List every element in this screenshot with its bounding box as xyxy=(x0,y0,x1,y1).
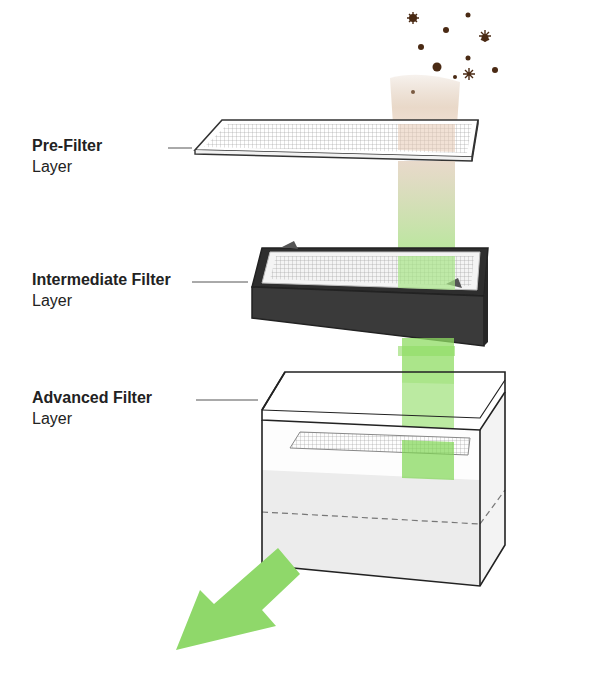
part-name: Pre-Filter xyxy=(32,136,102,156)
advanced-filter-housing xyxy=(262,372,505,586)
part-name: Advanced Filter xyxy=(32,388,152,408)
part-name-suffix: Layer xyxy=(32,157,72,177)
outflow-arrow xyxy=(176,548,300,650)
pre-filter-plate xyxy=(195,120,478,161)
part-name: Intermediate Filter xyxy=(32,270,171,290)
part-name-suffix: Layer xyxy=(32,291,72,311)
leader-line xyxy=(168,148,258,400)
intermediate-filter-cartridge xyxy=(252,241,488,346)
part-name-suffix: Layer xyxy=(32,409,72,429)
